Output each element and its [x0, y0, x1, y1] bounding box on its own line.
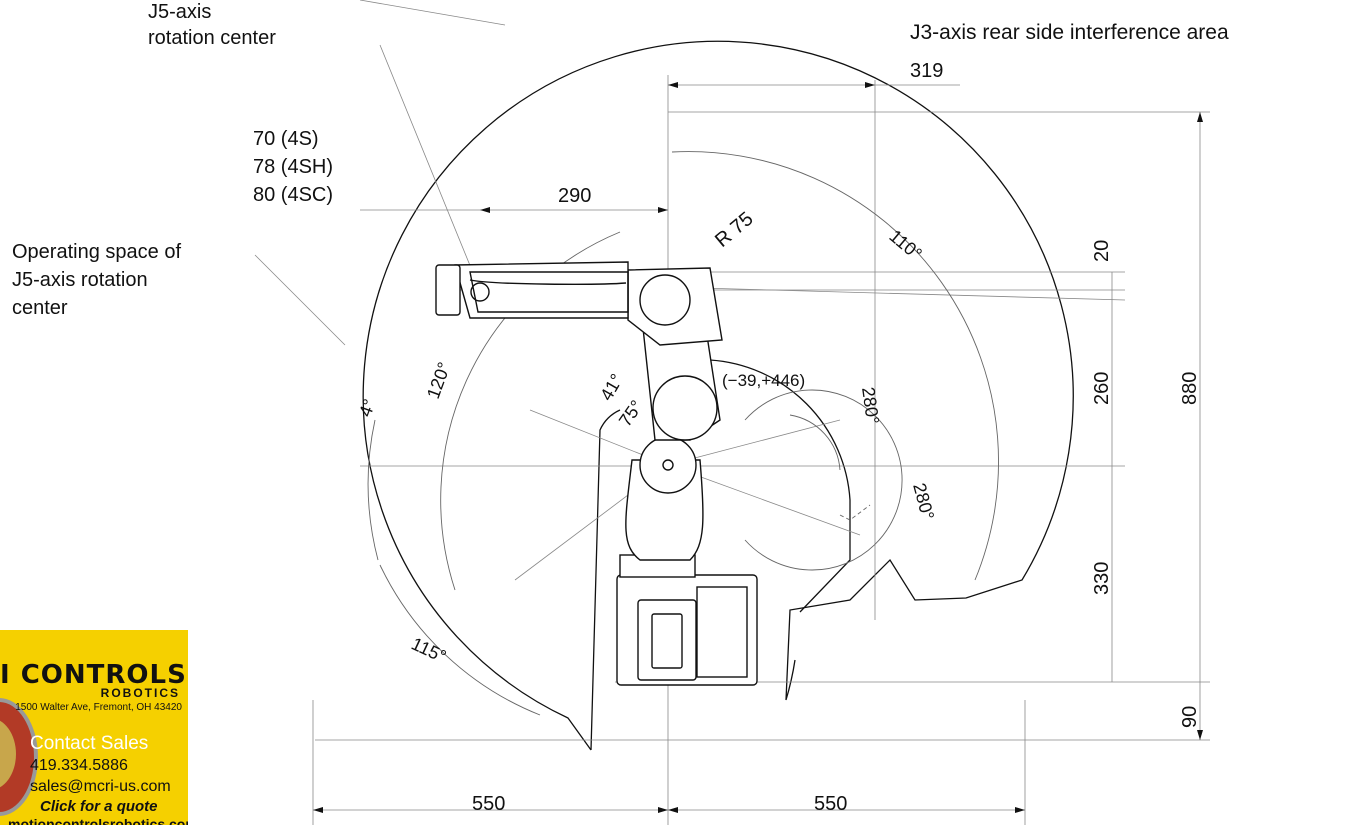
dim-319: 319	[910, 60, 944, 82]
ad-sub: ROBOTICS	[100, 686, 180, 700]
forearm	[454, 261, 629, 319]
angle-75-label: 75°	[615, 397, 647, 431]
operating-space-label-line2: J5-axis rotation	[12, 269, 148, 291]
j5-center-label-line2: rotation center	[148, 27, 276, 49]
dim-330: 330	[1091, 562, 1113, 595]
radius-label: R 75	[711, 208, 758, 252]
operating-space-label-line3: center	[12, 297, 68, 319]
angle-120-label: 120°	[423, 360, 455, 402]
dim-90: 90	[1179, 706, 1201, 728]
model-4s-label: 70 (4S)	[253, 128, 319, 150]
arc-120	[440, 231, 621, 591]
end-effector-flange	[435, 264, 461, 316]
ad-url[interactable]: motioncontrolsrobotics.com	[8, 816, 188, 825]
model-4sc-label: 80 (4SC)	[253, 184, 334, 206]
outer-operating-boundary	[362, 40, 1074, 751]
angle-115-label: 115°	[408, 633, 449, 666]
leader-operating-space	[254, 254, 346, 346]
model-4sh-label: 78 (4SH)	[253, 156, 334, 178]
dim-20: 20	[1091, 240, 1113, 262]
dim-260: 260	[1091, 372, 1113, 405]
angle-280-lower-label: 280°	[909, 481, 938, 522]
arc-110	[671, 151, 999, 581]
robot-arm	[435, 261, 758, 686]
contact-sales-ad[interactable]: I CONTROLS ROBOTICS 1500 Walter Ave, Fre…	[0, 630, 188, 825]
arc-4	[367, 419, 379, 561]
dim-290: 290	[558, 185, 592, 207]
angle-110-label: 110°	[885, 226, 925, 264]
angle-280-upper-label: 280°	[858, 386, 883, 426]
arc-115	[379, 564, 541, 716]
inner-boundary-left	[590, 409, 621, 751]
dim-550-left: 550	[472, 793, 506, 815]
j3-rear-interference-label: J3-axis rear side interference area	[910, 21, 1229, 44]
ad-contact-sales[interactable]: Contact Sales	[30, 733, 149, 754]
rear-interference-area	[709, 359, 851, 613]
ad-phone[interactable]: 419.334.5886	[30, 757, 128, 774]
ad-address: 1500 Walter Ave, Fremont, OH 43420	[15, 702, 182, 713]
operating-space-label-line1: Operating space of	[12, 241, 181, 263]
coordinate-label: (−39,+446)	[722, 371, 805, 390]
j5-center-label-line1: J5-axis	[148, 1, 212, 23]
dim-880: 880	[1179, 372, 1201, 405]
arc-280	[744, 389, 903, 571]
ad-brand: I CONTROLS	[0, 660, 187, 690]
angle-41-label: 41°	[596, 370, 627, 404]
ad-email[interactable]: sales@mcri-us.com	[30, 778, 171, 795]
dim-550-right: 550	[814, 793, 848, 815]
angle-4-label: 4°	[355, 396, 380, 419]
leader-j5-center	[379, 44, 481, 291]
ad-quote-link[interactable]: Click for a quote	[40, 798, 158, 815]
